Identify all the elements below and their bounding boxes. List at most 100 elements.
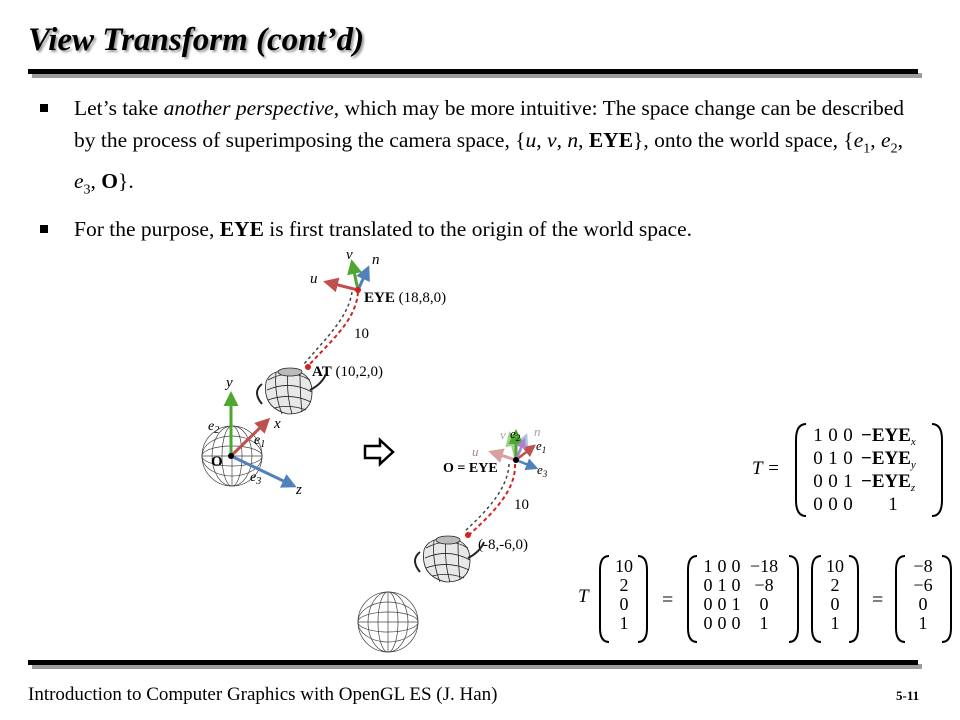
bullet-text-part: e: [853, 128, 864, 152]
bullet-text-part: EYE: [588, 128, 634, 152]
equals-sign: =: [662, 589, 673, 611]
at-point: [305, 364, 311, 370]
matrix-cell-text: −EYE: [861, 425, 911, 446]
bullet-square-icon: [40, 224, 48, 233]
at-coords-label: (-8,-6,0): [478, 537, 528, 553]
matrix-cell: −8: [754, 575, 773, 595]
matrix-cell-text: −EYE: [861, 471, 911, 492]
bullet-text-part: , which may be more intuitive: The space…: [74, 96, 905, 152]
matrix-cell: 0: [843, 494, 853, 515]
matrix-cell: 0: [813, 471, 823, 492]
world-e3-axis: [515, 458, 539, 471]
at-point: [465, 532, 471, 538]
label-e3: e3: [250, 470, 261, 487]
bullet-text-part: u: [525, 128, 537, 152]
dashed-line-dark: [303, 291, 353, 365]
left-paren: [687, 555, 698, 643]
matrix-cell: 1: [760, 613, 769, 633]
bullet-text-part: ,: [897, 128, 903, 152]
slide-title: View Transform (cont’d): [28, 22, 365, 58]
label-origin-eq-eye: O = EYE: [443, 461, 498, 476]
right-paren: [788, 555, 799, 643]
right-paren: [637, 555, 648, 643]
matrix-cell: −6: [913, 575, 932, 595]
eye-point: [355, 287, 361, 293]
sphere-wireframe: [357, 591, 419, 653]
matrix-cell: 0: [718, 594, 727, 614]
bullet-text-part: is first translated to the origin of the…: [263, 216, 693, 241]
matrix-cell: 0: [704, 594, 713, 614]
label-origin: O: [211, 454, 223, 470]
matrix-cell: 1: [919, 613, 928, 633]
matrix-cell: 0: [620, 594, 629, 614]
bullet-text-part: e: [74, 169, 84, 194]
matrix-cell: 1: [704, 556, 713, 576]
dashed-line-red: [469, 463, 517, 535]
camera-v-axis: [347, 259, 362, 291]
matrix-cell: 0: [732, 575, 741, 595]
matrix-cell: 1: [718, 575, 727, 595]
bullet-item: Let’s take another perspective, which ma…: [38, 92, 928, 207]
label-e3: e3: [537, 462, 548, 479]
world-x-axis: [229, 417, 271, 458]
origin-eye-point: [513, 457, 519, 463]
world-z-axis: [230, 454, 297, 488]
matrix-cell: 0: [828, 494, 838, 515]
matrix-cell: −EYEx: [861, 425, 916, 448]
dashed-line-dark: [463, 463, 510, 533]
bullet-text: Let’s take another perspective, which ma…: [74, 96, 905, 198]
bullet-text-part: }.: [118, 169, 134, 194]
matrix-cell: 0: [732, 556, 741, 576]
label-u: u: [310, 271, 318, 287]
matrix-cell: 2: [831, 575, 840, 595]
matrix-cell: 0: [732, 613, 741, 633]
matrix-cell: 0: [704, 613, 713, 633]
matrix-cell: 1: [831, 613, 840, 633]
label-u-faded: u: [472, 444, 479, 459]
distance-label: 10: [514, 497, 529, 513]
equation-lhs: T: [578, 586, 590, 607]
bullet-text-part: Let’s take: [74, 96, 164, 120]
bullet-text-part: O: [101, 169, 119, 194]
matrix-cell: 1: [813, 425, 823, 446]
world-e1-axis: [515, 444, 536, 461]
camera-u-axis: [323, 277, 359, 293]
label-n: n: [372, 252, 380, 268]
label-v: v: [346, 247, 353, 263]
dashed-line-red: [307, 291, 359, 367]
hollow-right-arrow-icon: [363, 437, 395, 467]
right-paren: [941, 555, 952, 643]
matrix-cell: 0: [828, 471, 838, 492]
bullet-text-part: For the purpose,: [74, 216, 220, 241]
title-divider: [28, 69, 918, 74]
bullet-text-part: ,: [870, 128, 882, 152]
matrix-cell: 1: [843, 471, 853, 492]
bullet-text-part: ,: [536, 128, 548, 152]
matrix-cell: 0: [828, 425, 838, 446]
matrix-cell: 1: [732, 594, 741, 614]
label-v-faded: v: [500, 427, 506, 442]
overlap-axis: [515, 438, 526, 461]
matrix-cell: 0: [919, 594, 928, 614]
camera-n-axis: [356, 265, 370, 291]
bullet-text-part: 3: [83, 182, 91, 198]
bullet-text-part: ,: [578, 128, 589, 152]
left-paren: [895, 555, 906, 643]
matrix-cell: −8: [913, 556, 932, 576]
bullet-list: Let’s take another perspective, which ma…: [38, 92, 928, 251]
label-e2: e2: [208, 419, 219, 436]
matrix-cell-text: −EYE: [861, 448, 911, 469]
matrix-cell: 0: [843, 425, 853, 446]
page-number: 5-11: [896, 688, 920, 703]
label-e1: e1: [254, 433, 265, 450]
world-origin-point: [228, 453, 234, 459]
matrix-cell-subscript: x: [910, 436, 916, 448]
matrix-cell: 1: [828, 448, 838, 469]
camera-u-axis-faded: [488, 448, 517, 463]
matrix-cell: −EYEz: [861, 471, 916, 494]
label-z: z: [295, 482, 302, 498]
